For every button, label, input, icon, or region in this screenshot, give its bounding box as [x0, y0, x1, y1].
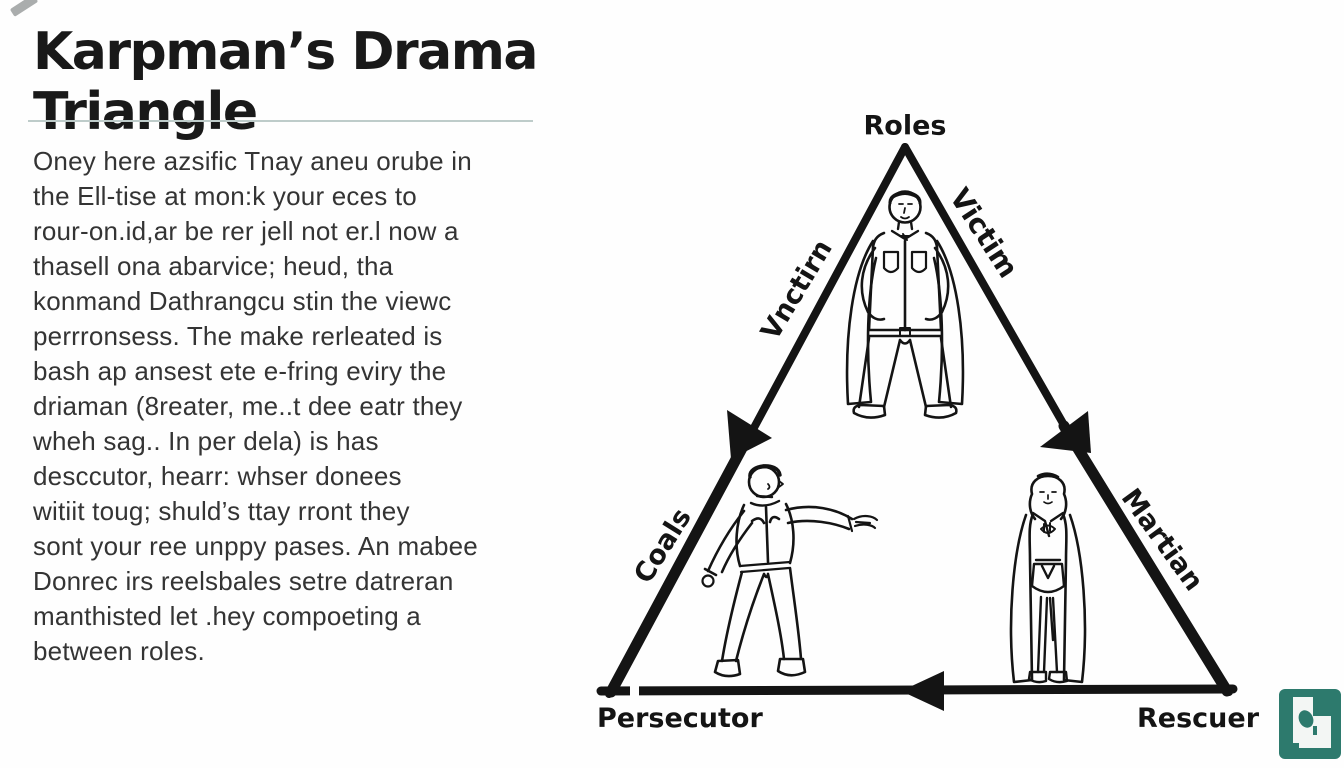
teal-square-logo	[1279, 689, 1341, 759]
woman-in-long-coat-figure	[1009, 472, 1087, 684]
left-edge-arrowhead	[727, 410, 772, 459]
label-rescuer: Rescuer	[1137, 703, 1260, 734]
label-roles: Roles	[863, 110, 947, 142]
triangle-outline	[596, 143, 1238, 700]
bottom-edge-gap	[630, 678, 639, 700]
label-persecutor: Persecutor	[597, 703, 763, 734]
bottom-edge-arrowhead	[901, 671, 944, 711]
man-in-cape-figure	[845, 190, 965, 419]
man-pointing-back-view-figure	[701, 464, 879, 678]
body-text-paragraph: Oney here azsific Tnay aneu orube in the…	[33, 146, 478, 666]
flow-arrowheads	[727, 410, 1091, 711]
right-edge-arrowhead	[1040, 411, 1091, 453]
title-divider	[28, 120, 533, 122]
page-title: Karpman’s Drama Triangle	[33, 22, 539, 142]
